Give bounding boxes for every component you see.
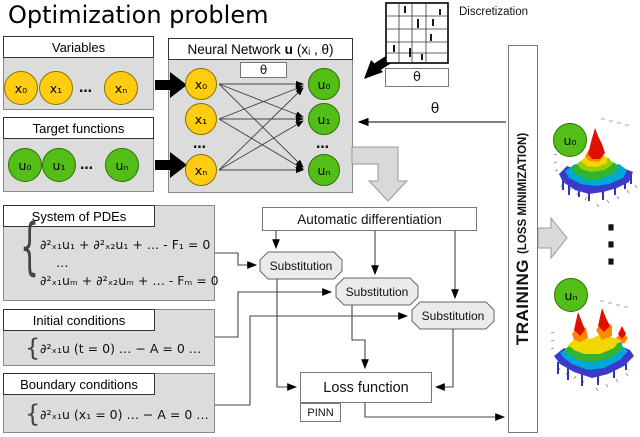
nn-title-prefix: Neural Network — [187, 41, 281, 57]
training-label: TRAINING (LOSS MINIMIZATION) — [508, 45, 538, 433]
pinn-tag: PINN — [300, 403, 341, 422]
training-to-results-arrow — [537, 216, 568, 260]
variables-node-xn: xₙ — [104, 71, 138, 105]
nn-input-xn: xₙ — [185, 154, 217, 186]
results-vertical-ellipsis: ⋮ — [586, 214, 636, 272]
initial-equation: ∂²ₓ₁u (t = 0) … − A = 0 … — [40, 341, 202, 356]
training-label-sub: (LOSS MINIMIZATION) — [517, 132, 529, 254]
target-node-un: uₙ — [105, 148, 139, 182]
pdes-brace: { — [20, 212, 40, 284]
variables-ellipsis: … — [79, 81, 92, 96]
page-title: Optimization problem — [8, 1, 269, 29]
nn-output-ellipsis: … — [316, 137, 329, 152]
target-node-u1: u₁ — [42, 148, 76, 182]
boundary-brace: { — [25, 400, 41, 428]
nn-output-u1: u₁ — [308, 103, 340, 135]
substitution-3-label: Substitution — [421, 308, 485, 323]
discretization-grid — [385, 2, 449, 64]
boundary-equation: ∂²ₓ₁u (x₁ = 0) … − A = 0 … — [40, 407, 209, 422]
pdes-equation-1: ∂²ₓ₁u₁ + ∂²ₓ₂u₁ + … - F₁ = 0 — [40, 237, 211, 252]
nn-output-un: uₙ — [308, 154, 340, 186]
substitution-1-label: Substitution — [269, 258, 333, 273]
boundary-conditions-title: Boundary conditions — [3, 373, 155, 395]
loss-function-box: Loss function — [300, 372, 432, 403]
autodiff-box: Automatic differentiation — [262, 207, 477, 231]
initial-conditions-title: Initial conditions — [3, 309, 155, 331]
result-un-badge: uₙ — [554, 278, 588, 312]
discretization-theta-box: θ — [385, 68, 449, 87]
variables-title: Variables — [3, 36, 154, 58]
nn-to-autodiff-arrow — [351, 146, 409, 202]
variables-node-x0: x₀ — [4, 71, 38, 105]
initial-brace: { — [25, 334, 41, 362]
pdes-equation-3: ∂²ₓ₁uₘ + ∂²ₓ₂uₘ + … - Fₘ = 0 — [40, 273, 219, 288]
pdes-equation-2: … — [56, 255, 69, 270]
nn-title-args: (xᵢ , θ) — [296, 41, 334, 57]
substitution-2-label: Substitution — [345, 284, 409, 299]
nn-input-x1: x₁ — [185, 103, 217, 135]
surface-plot-u0 — [553, 118, 638, 208]
discretization-label: Discretization — [459, 6, 529, 18]
surface-plot-un — [550, 300, 634, 392]
pdes-title: System of PDEs — [3, 205, 155, 227]
nn-title-u: u — [284, 41, 293, 57]
variables-node-x1: x₁ — [39, 71, 73, 105]
target-functions-title: Target functions — [3, 117, 154, 139]
nn-output-u0: u₀ — [308, 68, 340, 100]
target-ellipsis: … — [80, 158, 93, 173]
result-u0-badge: u₀ — [553, 123, 587, 157]
nn-theta-box: θ — [240, 62, 287, 78]
theta-feedback-label: θ — [430, 101, 440, 117]
target-node-u0: u₀ — [8, 148, 42, 182]
neural-network-title: Neural Network u (xᵢ , θ) — [168, 38, 353, 60]
training-label-main: TRAINING — [513, 259, 532, 346]
nn-input-ellipsis: … — [193, 137, 206, 152]
nn-input-x0: x₀ — [185, 68, 217, 100]
